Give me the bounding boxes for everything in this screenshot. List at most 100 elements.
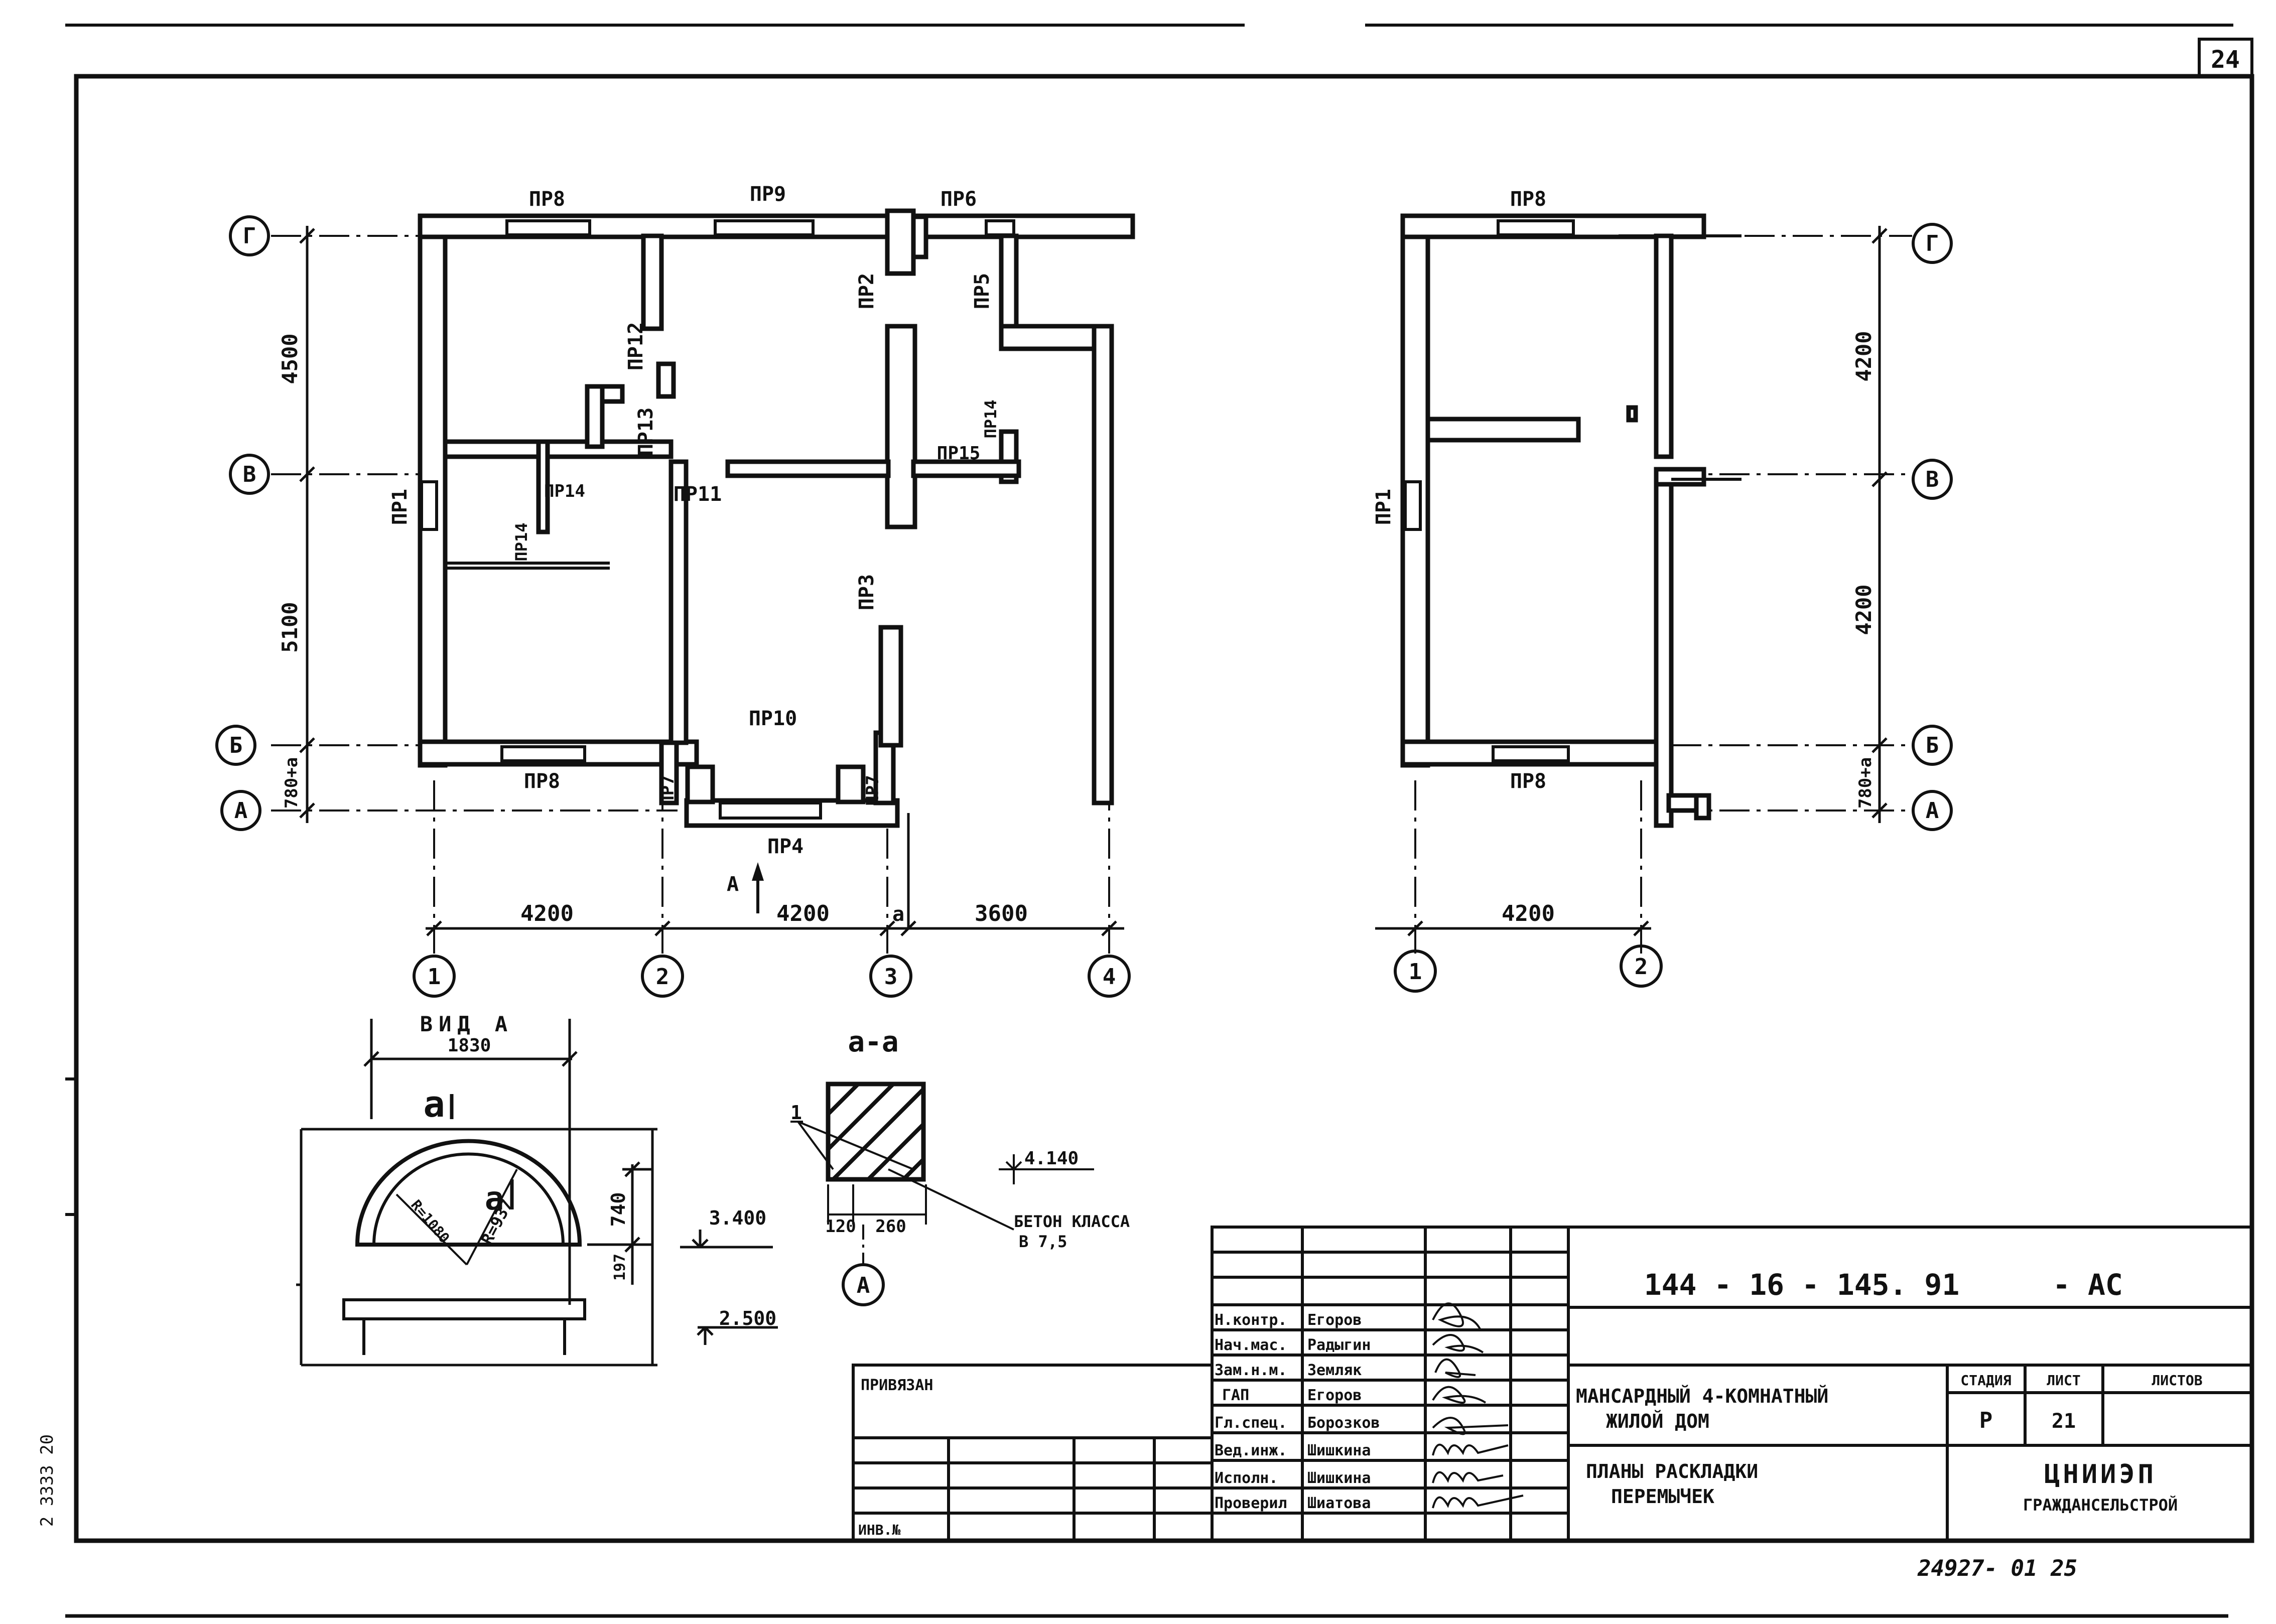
lintel-label: ПР12 xyxy=(624,322,647,370)
name-cell: Радыгин xyxy=(1307,1336,1371,1354)
dim-4500: 4500 xyxy=(278,333,302,384)
svg-text:2: 2 xyxy=(656,964,670,990)
svg-text:А: А xyxy=(1926,798,1939,824)
name-cell: Шиатова xyxy=(1307,1495,1371,1512)
role-cell: Исполн. xyxy=(1215,1469,1278,1487)
lintel-label: ПР3 xyxy=(855,574,878,610)
dim-bottom-4200-b: 4200 xyxy=(776,901,830,926)
lintel-label: ПР8 xyxy=(524,770,560,793)
section-dim-260: 260 xyxy=(875,1216,906,1237)
org-line1: ЦНИИЭП xyxy=(2044,1459,2157,1490)
role-cell: Гл.спец. xyxy=(1215,1414,1287,1432)
view-a-title: ВИД А xyxy=(420,1012,513,1036)
lintel-label: ПР14 xyxy=(512,522,531,561)
axis-bubble-2-left: 2 xyxy=(641,955,684,998)
svg-text:2: 2 xyxy=(1635,954,1648,980)
lintel-label: ПР8 xyxy=(1510,188,1546,211)
dim-right-bottom-4200: 4200 xyxy=(1502,901,1555,926)
sheet-frame xyxy=(65,24,2254,1618)
document-code: 144 - 16 - 145. 91 xyxy=(1644,1268,1960,1302)
role-cell: ГАП xyxy=(1222,1387,1249,1404)
axis-bubble-1-left: 1 xyxy=(413,955,456,998)
sheet-label: ЛИСТ xyxy=(2047,1372,2080,1389)
dim-780a: 780+a xyxy=(282,757,302,808)
sheet-value: 21 xyxy=(2052,1410,2076,1433)
lintel-label: ПР14 xyxy=(981,399,1000,438)
lintel-label: ПР7 xyxy=(658,775,678,805)
concrete-class-line1: БЕТОН КЛАССА xyxy=(1014,1212,1130,1231)
name-cell: Борозков xyxy=(1307,1414,1380,1432)
view-a-inner-mark: a xyxy=(485,1180,504,1217)
side-stamp: 2 3333 20 xyxy=(37,1434,57,1527)
view-a: ВИД А 1830 a a R=1080 R=937 xyxy=(296,1012,778,1367)
axis-bubble-g-right: Г xyxy=(1912,223,1953,264)
dim-right-4200-b: 4200 xyxy=(1851,584,1876,635)
svg-text:Г: Г xyxy=(1926,231,1939,256)
role-cell: Проверил xyxy=(1215,1495,1287,1512)
view-a-arrow: А xyxy=(727,862,764,913)
axis-bubble-b-left: Б xyxy=(215,725,256,766)
svg-text:1: 1 xyxy=(1409,959,1422,985)
view-a-small-dim: 197 xyxy=(611,1254,629,1281)
svg-text:В: В xyxy=(243,462,256,487)
inv-label: ИНВ.№ xyxy=(858,1522,900,1538)
section-aa: a-a 1 4.140 120 260 А xyxy=(790,1026,1130,1306)
axis-bubble-a-right: А xyxy=(1912,790,1953,831)
dim-bottom-a: a xyxy=(892,903,904,926)
lintel-label: ПР5 xyxy=(971,273,994,309)
role-cell: Нач.мас. xyxy=(1215,1336,1287,1354)
axis-bubble-1-right: 1 xyxy=(1394,950,1437,993)
level-3400: 3.400 xyxy=(709,1207,766,1229)
dim-5100: 5100 xyxy=(278,602,302,652)
axis-bubble-v-left: В xyxy=(229,454,270,495)
org-line2: ГРАЖДАНСЕЛЬСТРОЙ xyxy=(2023,1496,2178,1515)
axis-bubble-g-left: Г xyxy=(229,215,270,256)
section-axis-bubble: А xyxy=(842,1263,885,1306)
section-aa-title: a-a xyxy=(848,1026,898,1058)
dim-right-4200-a: 4200 xyxy=(1851,331,1876,381)
lintel-label: ПР7 xyxy=(863,775,883,805)
view-a-width-dim: 1830 xyxy=(448,1035,491,1056)
name-cell: Егоров xyxy=(1307,1387,1362,1404)
lintel-label: ПР2 xyxy=(855,273,878,309)
role-cell: Вед.инж. xyxy=(1215,1442,1287,1459)
svg-text:А: А xyxy=(727,873,739,896)
sheet-title-line2: ПЕРЕМЫЧЕК xyxy=(1611,1485,1714,1508)
lintel-label: ПР15 xyxy=(937,443,981,464)
lintel-label: ПР11 xyxy=(674,483,722,506)
view-a-radius-inner: R=937 xyxy=(477,1196,517,1248)
dim-bottom-3600: 3600 xyxy=(975,901,1028,926)
plan-right: Г В Б А 1 2 xyxy=(1372,188,1953,993)
name-cell: Земляк xyxy=(1307,1362,1362,1379)
plan-left: Г В Б А 1 2 3 4 xyxy=(215,183,1135,998)
lintel-label: ПР8 xyxy=(529,188,565,211)
lintel-label: ПР13 xyxy=(634,408,657,456)
lintel-label: ПР4 xyxy=(767,835,804,858)
view-a-height-dim: 740 xyxy=(607,1192,629,1227)
role-cell: Зам.н.м. xyxy=(1215,1362,1287,1379)
section-callout: 1 xyxy=(790,1102,802,1124)
svg-text:3: 3 xyxy=(884,964,898,990)
axis-bubble-4-left: 4 xyxy=(1088,955,1131,998)
axis-bubble-2-right: 2 xyxy=(1620,944,1663,988)
title-block: ПРИВЯЗАН ИНВ.№ Н.контр. Нач.мас. Зам.н.м… xyxy=(852,1226,2253,1542)
dim-right-780a: 780+a xyxy=(1855,757,1876,808)
axis-bubble-3-left: 3 xyxy=(869,955,912,998)
name-cell: Шишкина xyxy=(1307,1469,1371,1487)
svg-text:В: В xyxy=(1926,467,1939,492)
concrete-class-line2: В 7,5 xyxy=(1019,1232,1067,1251)
stage-value: Р xyxy=(1979,1408,1993,1433)
privyazan-label: ПРИВЯЗАН xyxy=(861,1377,933,1394)
svg-text:Б: Б xyxy=(1926,733,1939,758)
view-a-section-mark: a xyxy=(423,1083,445,1125)
svg-text:Г: Г xyxy=(243,223,256,249)
project-title-line1: МАНСАРДНЫЙ 4-КОМНАТНЫЙ xyxy=(1576,1385,1828,1407)
level-2500: 2.500 xyxy=(719,1307,776,1329)
lintel-label: ПР10 xyxy=(749,707,797,730)
lintel-label: ПР8 xyxy=(1510,770,1546,793)
bottom-number: 24927- 01 25 xyxy=(1917,1556,2077,1581)
stage-label: СТАДИЯ xyxy=(1960,1372,2011,1389)
name-cell: Шишкина xyxy=(1307,1442,1371,1459)
view-a-radius-outer: R=1080 xyxy=(408,1197,453,1247)
svg-text:А: А xyxy=(234,798,248,824)
